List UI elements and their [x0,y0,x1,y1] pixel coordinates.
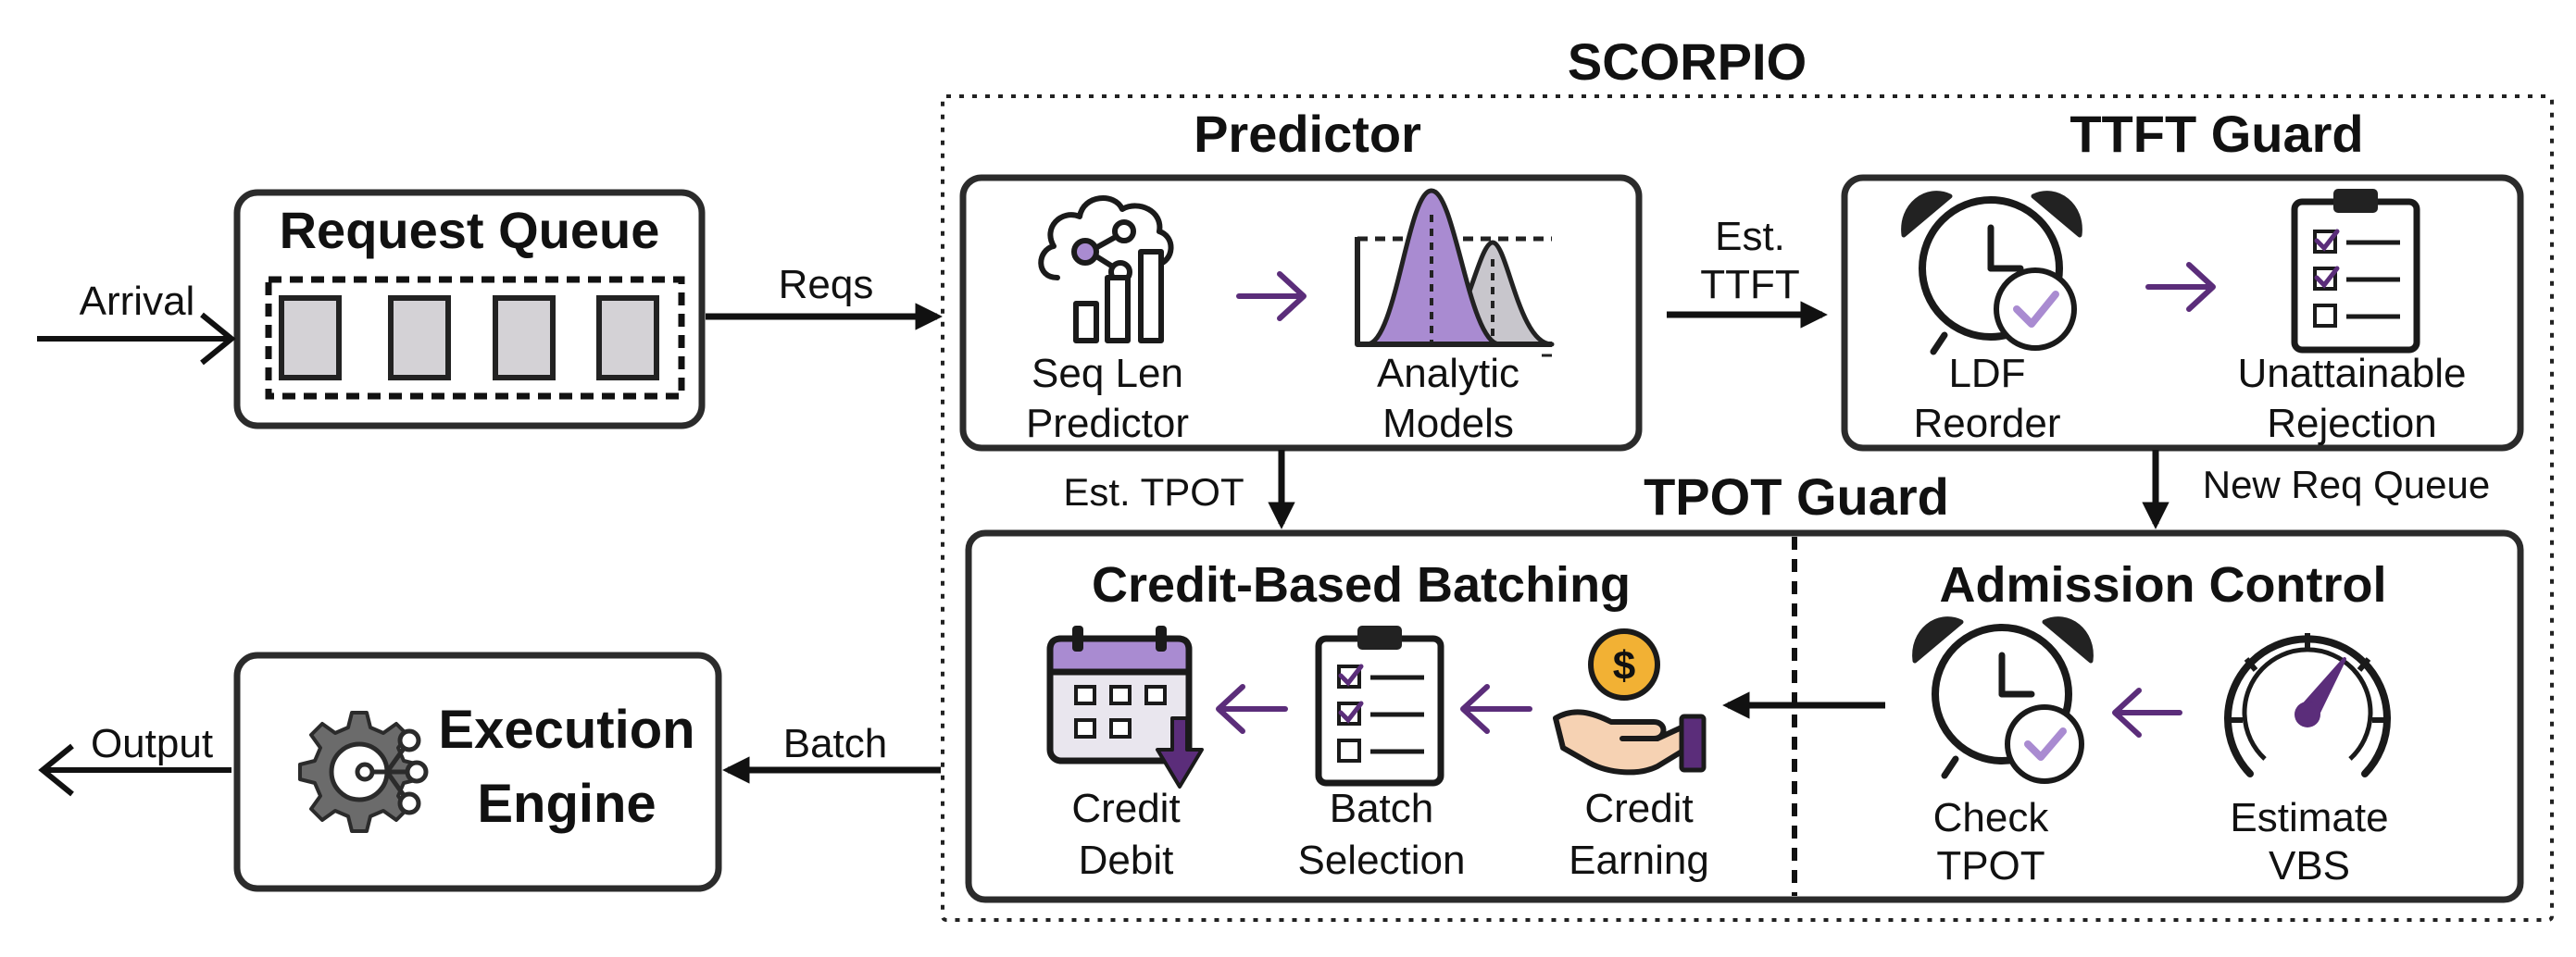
request-queue-block: Request Queue [233,189,706,429]
batch-selection-label-1: Batch [1330,786,1434,831]
analytic-models-label-2: Models [1382,401,1514,446]
calendar-down-icon [1046,626,1204,789]
hand-coin-icon: $ [1553,628,1707,776]
distribution-curve-icon [1355,188,1555,357]
flow-arrow-icon [2112,688,2182,738]
check-tpot-label-2: TPOT [1936,843,2045,889]
alarm-clock-check-icon [1912,616,2094,784]
ttft-guard-title: TTFT Guard [2070,105,2363,163]
est-ttft-label-2: TTFT [1700,262,1800,307]
unattainable-rejection-label-1: Unattainable [2237,351,2466,396]
queue-slot [388,295,451,380]
execution-engine-title-2: Engine [477,774,656,834]
flow-arrow-icon [1460,684,1532,734]
credit-earning-label-1: Credit [1584,786,1693,831]
flow-arrow-icon [2145,262,2216,312]
reqs-label: Reqs [779,262,874,307]
queue-slot [279,295,342,380]
estimate-vbs-label-2: VBS [2269,843,2350,889]
est-ttft-label-1: Est. [1715,214,1785,259]
gear-network-icon [298,711,429,833]
estimate-vbs-label-1: Estimate [2230,795,2388,840]
request-queue-title: Request Queue [280,201,660,259]
brain-chart-icon [1038,195,1174,343]
clipboard-checklist-icon [1315,626,1444,787]
seq-len-predictor-label-1: Seq Len [1032,351,1183,396]
queue-slot [596,295,659,380]
gauge-icon [2224,633,2391,777]
flow-arrow-icon [1216,684,1288,734]
credit-debit-label-1: Credit [1071,786,1180,831]
output-label: Output [91,721,213,766]
unattainable-rejection-label-2: Rejection [2267,401,2436,446]
check-tpot-label-1: Check [1933,795,2050,840]
output-arrow [38,743,231,797]
seq-len-predictor-label-2: Predictor [1026,401,1189,446]
alarm-clock-check-icon [1901,191,2082,355]
execution-engine-title-1: Execution [438,700,694,760]
svg-text:$: $ [1613,643,1635,689]
arrival-arrow [37,312,236,366]
scorpio-region [941,94,2554,922]
predictor-title: Predictor [1194,105,1421,163]
ldf-reorder-label-2: Reorder [1914,401,2061,446]
batch-label: Batch [783,721,888,766]
credit-based-batching-title: Credit-Based Batching [1092,557,1631,613]
analytic-models-label-1: Analytic [1377,351,1519,396]
flow-arrow-icon [1236,271,1307,321]
arrival-label: Arrival [80,279,195,324]
tpot-guard-title: TPOT Guard [1644,467,1949,526]
queue-buffer [265,276,685,400]
predictor-block [959,174,1643,452]
admission-control-title: Admission Control [1940,557,2387,613]
queue-slot [493,295,556,380]
scorpio-title: SCORPIO [1568,32,1807,91]
batch-selection-label-2: Selection [1297,838,1465,883]
est-tpot-label: Est. TPOT [1063,470,1244,514]
new-req-queue-label: New Req Queue [2203,463,2491,506]
credit-debit-label-2: Debit [1079,838,1174,883]
clipboard-checklist-icon [2291,189,2420,354]
ldf-reorder-label-1: LDF [1948,351,2025,396]
credit-earning-label-2: Earning [1569,838,1709,883]
